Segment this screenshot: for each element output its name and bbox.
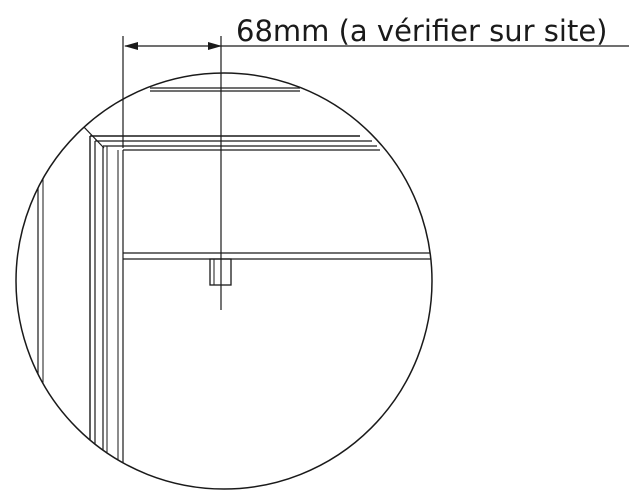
detail-view xyxy=(37,87,432,489)
frame-corner-miter xyxy=(81,124,105,149)
dimension-label: 68mm (a vérifier sur site) xyxy=(236,14,607,48)
fixing-bracket xyxy=(209,258,232,286)
dimension-annotation: 68mm (a vérifier sur site) xyxy=(122,14,629,310)
detail-circle-outline xyxy=(15,72,433,490)
